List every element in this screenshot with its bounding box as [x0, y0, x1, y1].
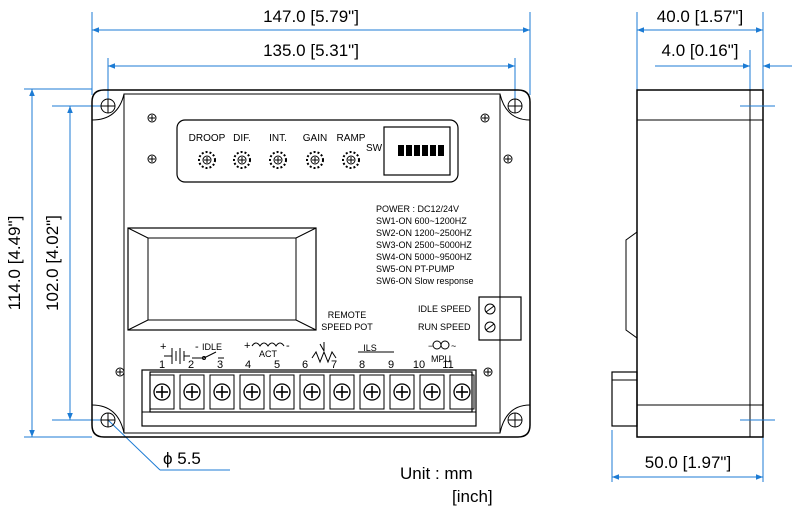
terminal-screw-10[interactable] — [419, 374, 445, 410]
mpu-label: MPU — [431, 354, 451, 364]
spec-table: POWER : DC12/24V SW1-ON 600~1200HZ SW2-O… — [376, 204, 474, 286]
mounting-hole — [100, 412, 116, 428]
overall-height-label: 114.0 [4.49"] — [5, 216, 24, 311]
terminal-number: 1 — [159, 359, 165, 371]
side-lip-label: 4.0 [0.16"] — [662, 41, 739, 60]
terminal-screw-4[interactable] — [239, 374, 265, 410]
mpu-sensor-icon: − ~ — [428, 340, 456, 351]
display-window — [127, 227, 317, 331]
battery-icon — [164, 348, 190, 364]
terminal-number: 11 — [442, 359, 453, 371]
act-label: ACT — [259, 349, 278, 359]
minus-sign: - — [286, 340, 290, 352]
idle-label: IDLE — [202, 342, 222, 352]
terminal-screw-1[interactable] — [149, 374, 175, 410]
idle-switch-icon — [192, 351, 224, 360]
pot-int[interactable]: INT. — [269, 133, 287, 169]
speed-pot-label: SPEED POT — [321, 322, 373, 332]
mounting-hole — [100, 98, 116, 114]
minus-sign: - — [195, 341, 199, 353]
terminal-screw-11[interactable] — [449, 374, 475, 410]
terminal-screw-2[interactable] — [179, 374, 205, 410]
terminal-number: 6 — [302, 359, 308, 371]
hole-diameter-label: ϕ 5.5 — [163, 449, 201, 468]
terminal-number: 10 — [413, 359, 425, 371]
pot-ramp-label: RAMP — [337, 133, 366, 144]
terminal-screw-6[interactable] — [299, 374, 325, 410]
pot-droop-label: DROOP — [189, 133, 226, 144]
hole-spacing-width-label: 135.0 [5.31"] — [263, 41, 359, 60]
mounting-hole — [507, 412, 523, 428]
screw-icon — [503, 154, 513, 164]
hole-spacing-height-dimension: 102.0 [4.02"] — [43, 105, 108, 421]
terminal-number: 3 — [217, 359, 223, 371]
terminal-number: 2 — [188, 359, 194, 371]
pot-gain-label: GAIN — [303, 133, 327, 144]
spec-line: SW2-ON 1200~2500HZ — [376, 228, 472, 238]
side-depth-dimension: 40.0 [1.57"] — [636, 7, 764, 95]
plus-sign: + — [160, 341, 166, 353]
idle-speed-screw[interactable] — [484, 303, 496, 315]
spec-line: SW3-ON 2500~5000HZ — [376, 240, 472, 250]
pot-gain[interactable]: GAIN — [303, 133, 327, 169]
speed-adjust-block — [478, 296, 522, 341]
hole-diameter-callout: ϕ 5.5 — [107, 419, 230, 471]
terminal-screw-7[interactable] — [329, 374, 355, 410]
spec-line: POWER : DC12/24V — [376, 204, 459, 214]
units-label: Unit : mm — [400, 464, 473, 483]
pot-int-label: INT. — [269, 133, 287, 144]
spec-line: SW4-ON 5000~9500HZ — [376, 252, 472, 262]
run-speed-screw[interactable] — [484, 321, 496, 333]
run-speed-label: RUN SPEED — [418, 322, 471, 332]
controller-side-view — [611, 89, 775, 438]
mounting-hole — [507, 98, 523, 114]
units-inch-label: [inch] — [452, 487, 493, 506]
dip-switch[interactable] — [383, 126, 451, 176]
idle-speed-label: IDLE SPEED — [418, 304, 472, 314]
side-depth-label: 40.0 [1.57"] — [657, 7, 743, 26]
pot-dif[interactable]: DIF. — [233, 133, 251, 169]
side-base-label: 50.0 [1.97"] — [645, 453, 731, 472]
screw-icon — [147, 154, 157, 164]
spec-line: SW1-ON 600~1200HZ — [376, 216, 467, 226]
spec-line: SW5-ON PT-PUMP — [376, 264, 455, 274]
plus-sign: + — [244, 340, 250, 352]
spec-line: SW6-ON Slow response — [376, 276, 474, 286]
ils-label: ILS — [363, 343, 377, 353]
terminal-screw-8[interactable] — [359, 374, 385, 410]
side-lip-dimension: 4.0 [0.16"] — [655, 41, 792, 95]
terminal-number: 4 — [245, 359, 251, 371]
controller-front-view: DROOP DIF. INT. GAIN RAMP SW — [91, 89, 531, 438]
pot-droop[interactable]: DROOP — [189, 133, 226, 169]
overall-width-dimension: 147.0 [5.79"] — [91, 7, 531, 95]
svg-text:−: − — [428, 341, 433, 351]
hole-spacing-width-dimension: 135.0 [5.31"] — [107, 41, 516, 100]
terminal-number: 8 — [359, 359, 365, 371]
svg-text:~: ~ — [451, 341, 456, 351]
speed-pot-icon — [311, 342, 337, 364]
actuator-coil-icon — [251, 342, 285, 347]
terminal-screw-3[interactable] — [209, 374, 235, 410]
overall-height-dimension: 114.0 [4.49"] — [5, 88, 92, 438]
screw-icon — [483, 367, 493, 377]
pot-dif-label: DIF. — [233, 133, 251, 144]
side-base-dimension: 50.0 [1.97"] — [611, 430, 764, 482]
pot-ramp[interactable]: RAMP — [337, 133, 366, 169]
terminal-number: 7 — [331, 359, 337, 371]
terminal-number: 9 — [388, 359, 394, 371]
terminal-screw-5[interactable] — [269, 374, 295, 410]
screw-icon — [480, 113, 490, 123]
terminal-screw-9[interactable] — [389, 374, 415, 410]
hole-spacing-height-label: 102.0 [4.02"] — [43, 215, 62, 311]
terminal-number: 5 — [274, 359, 280, 371]
terminal-numbers: 1 2 3 4 5 6 7 8 9 10 11 — [159, 359, 454, 371]
screw-icon — [147, 113, 157, 123]
terminal-block — [141, 369, 477, 427]
screw-icon — [115, 367, 125, 377]
switch-label: SW — [366, 143, 383, 154]
remote-label: REMOTE — [328, 310, 367, 320]
adjustment-panel — [176, 119, 459, 183]
overall-width-label: 147.0 [5.79"] — [263, 7, 359, 26]
